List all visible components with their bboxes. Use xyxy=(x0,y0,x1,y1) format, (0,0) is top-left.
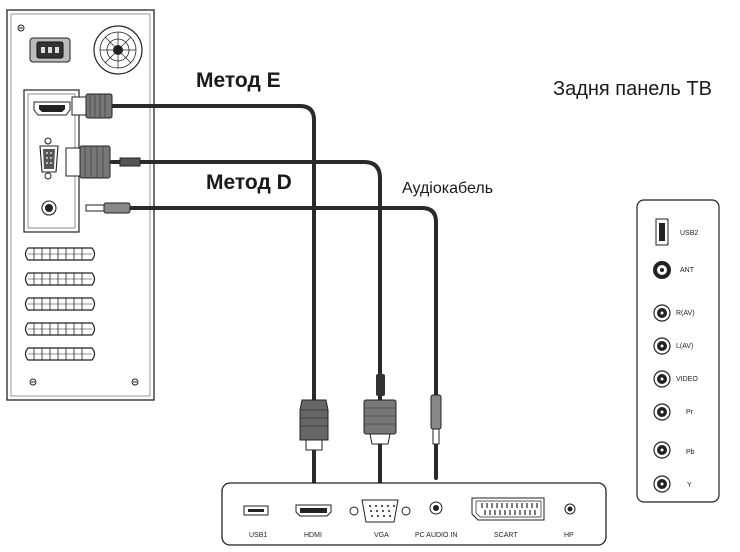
video-label: VIDEO xyxy=(676,376,698,383)
pc-audio-in-port-icon xyxy=(429,501,443,515)
tv-bottom-port-panel: USB1 HDMI VGA PC AUDIO IN xyxy=(221,482,607,546)
power-socket-icon xyxy=(29,37,71,63)
pc-vga-port xyxy=(39,137,59,180)
y-label: Y xyxy=(687,482,692,489)
hp-port-icon xyxy=(564,503,576,515)
screw-icon xyxy=(131,378,139,386)
screw-icon xyxy=(17,24,25,32)
fan-grille-icon xyxy=(93,25,143,75)
hp-label: HP xyxy=(564,532,574,539)
pr-port-icon xyxy=(653,403,671,421)
hdmi-plug-icon xyxy=(299,399,329,451)
scart-port-icon xyxy=(471,497,545,521)
hdmi-cable xyxy=(71,93,329,507)
vga-label: VGA xyxy=(374,532,389,539)
usb1-label: USB1 xyxy=(249,532,267,539)
tv-side-port-panel: USB2 ANT R(AV) L(AV) VIDEO xyxy=(636,199,720,503)
audio-plug-icon xyxy=(430,394,442,445)
pc-audio-jack xyxy=(41,200,57,216)
pr-label: Pr xyxy=(686,409,694,416)
pc-audio-in-label: PC AUDIO IN xyxy=(415,532,457,539)
pc-hdmi-port xyxy=(33,101,71,116)
pb-port-icon xyxy=(653,441,671,459)
pb-label: Pb xyxy=(686,449,695,456)
pc-rear-panel xyxy=(6,9,155,401)
vga-plug-icon xyxy=(363,399,397,445)
scart-label: SCART xyxy=(494,532,518,539)
y-port-icon xyxy=(653,475,671,493)
vga-cable xyxy=(65,145,397,502)
usb2-label: USB2 xyxy=(680,230,698,237)
r-av-label: R(AV) xyxy=(676,310,695,317)
hdmi-label: HDMI xyxy=(304,532,322,539)
tv-rear-panel-label: Задня панель ТВ xyxy=(553,78,712,100)
audio-cable xyxy=(85,202,442,480)
ant-label: ANT xyxy=(680,267,695,274)
usb2-port-icon xyxy=(655,218,669,246)
audio-cable-label: Аудіокабель xyxy=(402,180,493,197)
hdmi-port-icon xyxy=(295,504,332,517)
video-port-icon xyxy=(653,370,671,388)
l-av-label: L(AV) xyxy=(676,343,693,350)
vga-port-icon xyxy=(349,499,411,523)
ant-port-icon xyxy=(653,261,671,279)
method-e-label: Метод E xyxy=(196,69,281,92)
usb1-port-icon xyxy=(243,505,269,516)
r-av-port-icon xyxy=(653,304,671,322)
method-d-label: Метод D xyxy=(206,171,292,194)
vent-grille xyxy=(24,247,96,361)
l-av-port-icon xyxy=(653,337,671,355)
screw-icon xyxy=(29,378,37,386)
